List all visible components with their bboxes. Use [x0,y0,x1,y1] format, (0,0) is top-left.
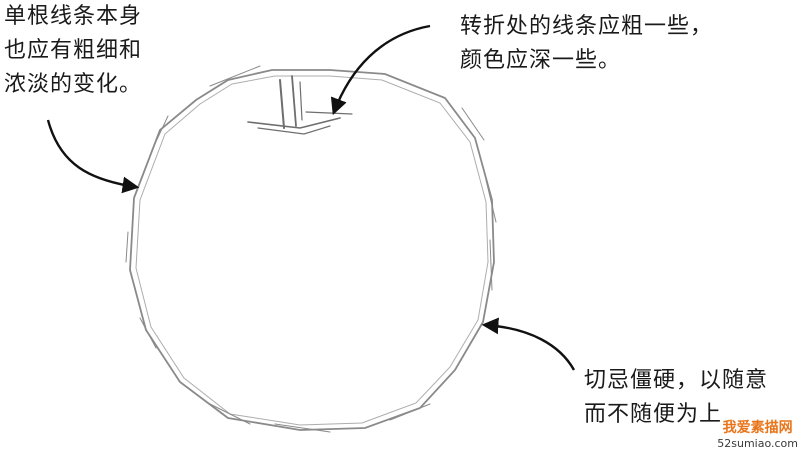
apple-stem [247,75,353,135]
annotation-left: 单根线条本身 也应有粗细和 浓淡的变化。 [4,0,142,102]
watermark: 我爱素描网 52sumiao.com [717,421,798,451]
annotation-top-line: 转折处的线条应粗一些， [460,14,714,39]
watermark-url: 52sumiao.com [717,437,798,450]
annotation-top: 转折处的线条应粗一些， 颜色应深一些。 [460,10,713,78]
arrow-top-icon [330,24,431,116]
annotation-top-line: 颜色应深一些。 [460,48,622,73]
annotation-bottom-right-line: 切忌僵硬，以随意 [584,368,769,393]
arrow-left-icon [46,119,140,194]
apple-outline [125,65,497,433]
annotation-left-line: 浓淡的变化。 [4,72,143,97]
annotation-bottom-right-line: 而不随便为上 [584,402,723,427]
arrow-right-icon [481,317,576,371]
watermark-site-name: 我爱素描网 [722,420,793,436]
annotation-left-line: 也应有粗细和 [4,38,143,63]
annotation-left-line: 单根线条本身 [4,4,143,29]
annotation-bottom-right: 切忌僵硬，以随意 而不随便为上 [584,364,768,432]
